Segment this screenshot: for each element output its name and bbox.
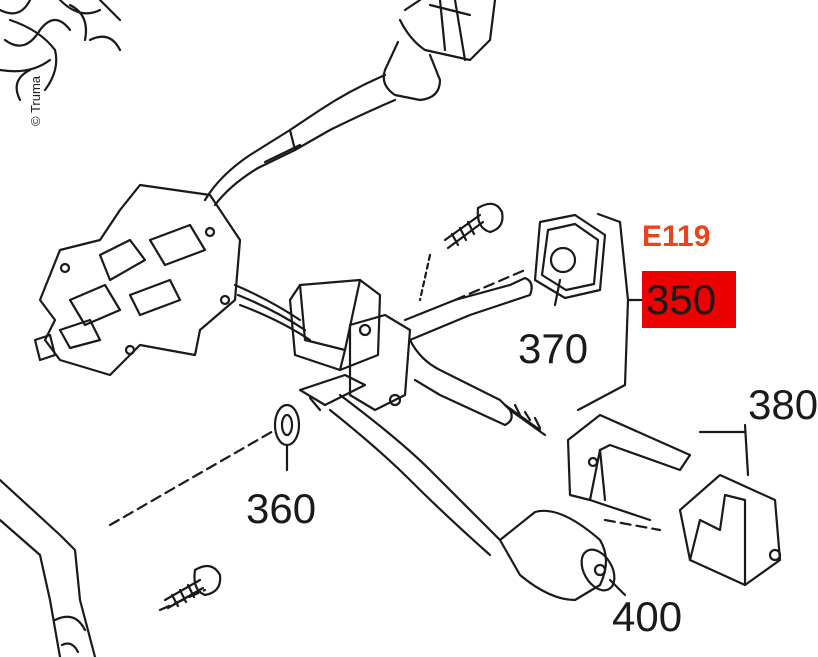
part-label-360[interactable]: 360 xyxy=(246,485,317,532)
group-code-label: E119 xyxy=(642,220,711,253)
u-brackets xyxy=(566,413,782,587)
control-board xyxy=(33,183,312,377)
washer xyxy=(273,403,301,472)
copyright-notice: © Truma xyxy=(28,75,43,126)
square-nut xyxy=(533,213,607,307)
parts-illustration xyxy=(0,0,782,657)
assembly-guide-lines xyxy=(108,268,662,612)
background-assembly-fragment xyxy=(0,0,122,102)
spring-screw-top xyxy=(418,202,504,302)
part-label-380[interactable]: 380 xyxy=(748,381,818,428)
pilot-body xyxy=(288,276,547,557)
highlighted-part-number: 350 xyxy=(646,276,717,323)
group-bracket-line xyxy=(576,212,630,412)
highlighted-part-box[interactable]: 350 xyxy=(642,271,736,328)
spring-screw-bottom xyxy=(163,564,222,610)
part-label-370[interactable]: 370 xyxy=(518,325,589,372)
part-label-400[interactable]: 400 xyxy=(612,593,683,640)
ignition-electrode xyxy=(498,509,627,602)
appliance-housing xyxy=(0,478,97,657)
cable-connector xyxy=(203,0,497,207)
